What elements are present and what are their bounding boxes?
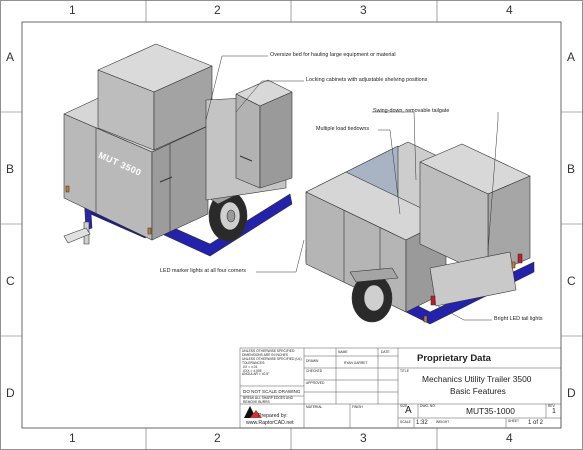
date-header: DATE (381, 350, 390, 354)
zone-row-b: B (6, 162, 15, 176)
drawing-title: Mechanics Utility Trailer 3500 (422, 374, 532, 384)
handle-2 (159, 176, 173, 183)
note-line: ANGULAR = ±0.5° (242, 372, 270, 377)
tail-marker (423, 315, 428, 323)
callout-tiedowns: Multiple load tiedowns (316, 126, 370, 132)
note-line: .XXX = ±.005 (242, 368, 262, 373)
zone-col-1-bottom: 1 (69, 431, 76, 445)
note-line: UNLESS OTHERWISE SPECIFIED (UL) (242, 356, 302, 361)
zone-row-a-right: A (567, 50, 576, 64)
website: www.RaptorCAD.net (246, 420, 294, 426)
scale-value: 1:32 (416, 420, 428, 426)
zone-row-b-right: B (567, 162, 576, 176)
callout-tailgate: Swing-down, removable tailgate (373, 108, 450, 114)
zone-col-3: 3 (360, 3, 367, 17)
approved-label: APPROVED (306, 381, 325, 385)
tailgate (429, 251, 517, 307)
sheet-label: SHEET (508, 419, 519, 423)
zone-row-c-right: C (567, 274, 576, 288)
tolerance-notes: UNLESS OTHERWISE SPECIFIED: DIMENSIONS A… (242, 349, 302, 377)
note-line: .XX = ±.01 (242, 364, 258, 369)
leader-lines (205, 55, 499, 321)
zone-col-3-bottom: 3 (360, 431, 367, 445)
sheet-value: 1 of 2 (528, 420, 544, 426)
callout-tail-lights: Bright LED tail lights (494, 316, 543, 322)
prepared-by: Prepared by: (258, 413, 288, 419)
callout-marker-lights: LED marker lights at all four corners (160, 268, 246, 274)
coupler (63, 227, 91, 244)
finish-label: FINISH (352, 405, 363, 409)
zone-row-d: D (6, 386, 15, 400)
title-label: TITLE (400, 369, 409, 373)
rear-wheel-hub (363, 284, 385, 312)
zone-row-a: A (6, 50, 15, 64)
tail-marker-2 (511, 261, 516, 269)
marker-light (65, 185, 70, 193)
note-line: UNLESS OTHERWISE SPECIFIED: (242, 349, 296, 353)
weight-label: WEIGHT (436, 420, 450, 424)
zone-col-4: 4 (506, 3, 513, 17)
right-cabinet-side (259, 91, 293, 189)
size-label: SIZE (400, 404, 408, 408)
checked-label: CHECKED (306, 369, 323, 373)
front-cabinet-side (151, 125, 209, 241)
note-line: BREAK ALL SHARP EDGES AND (243, 396, 294, 400)
zone-col-2: 2 (214, 3, 221, 17)
tail-light-2 (517, 253, 523, 264)
marker-light-2 (147, 227, 152, 235)
handle (239, 155, 253, 162)
material-label: MATERIAL (306, 405, 323, 409)
wheel-cap (226, 209, 236, 223)
break-edges-note: BREAK ALL SHARP EDGES AND REMOVE BURRS (243, 396, 294, 405)
note-line: REMOVE BURRS (243, 399, 270, 404)
drawn-name: RYAN GARRET (344, 361, 368, 365)
zone-row-d-right: D (567, 386, 576, 400)
dwg-no-value: MUT35-1000 (466, 406, 515, 416)
dwg-no-label: DWG. NO. (420, 404, 436, 408)
rev-label: REV. (548, 404, 556, 408)
size-value: A (405, 405, 412, 416)
scale-label: SCALE (400, 420, 411, 424)
note-line: TOLERANCES: (242, 360, 266, 365)
name-header: NAME (338, 350, 348, 354)
zone-col-4-bottom: 4 (506, 431, 513, 445)
right-cabinet-face (235, 93, 261, 189)
zone-row-c: C (6, 274, 15, 288)
note-line: DIMENSIONS ARE IN INCHES (242, 352, 288, 357)
zone-col-1: 1 (69, 3, 76, 17)
rev-value: 1 (552, 408, 556, 415)
trailer-front-view (63, 43, 293, 257)
drawing-subtitle: Basic Features (450, 386, 506, 396)
drawn-label: DRAWN (306, 359, 319, 363)
raptorcad-logo (244, 406, 262, 418)
dont-scale-note: DO NOT SCALE DRAWING (243, 389, 301, 394)
proprietary-heading: Proprietary Data (417, 353, 491, 364)
trailer-rear-view (305, 141, 535, 325)
title-block-grid (239, 347, 562, 429)
tail-light (430, 295, 436, 306)
callout-oversize-bed: Oversize bed for hauling large equipment… (270, 52, 396, 58)
rear-fender (349, 267, 399, 283)
zone-col-2-bottom: 2 (214, 431, 221, 445)
callout-locking-cabinets: Locking cabinets with adjustable shelvin… (306, 77, 428, 83)
